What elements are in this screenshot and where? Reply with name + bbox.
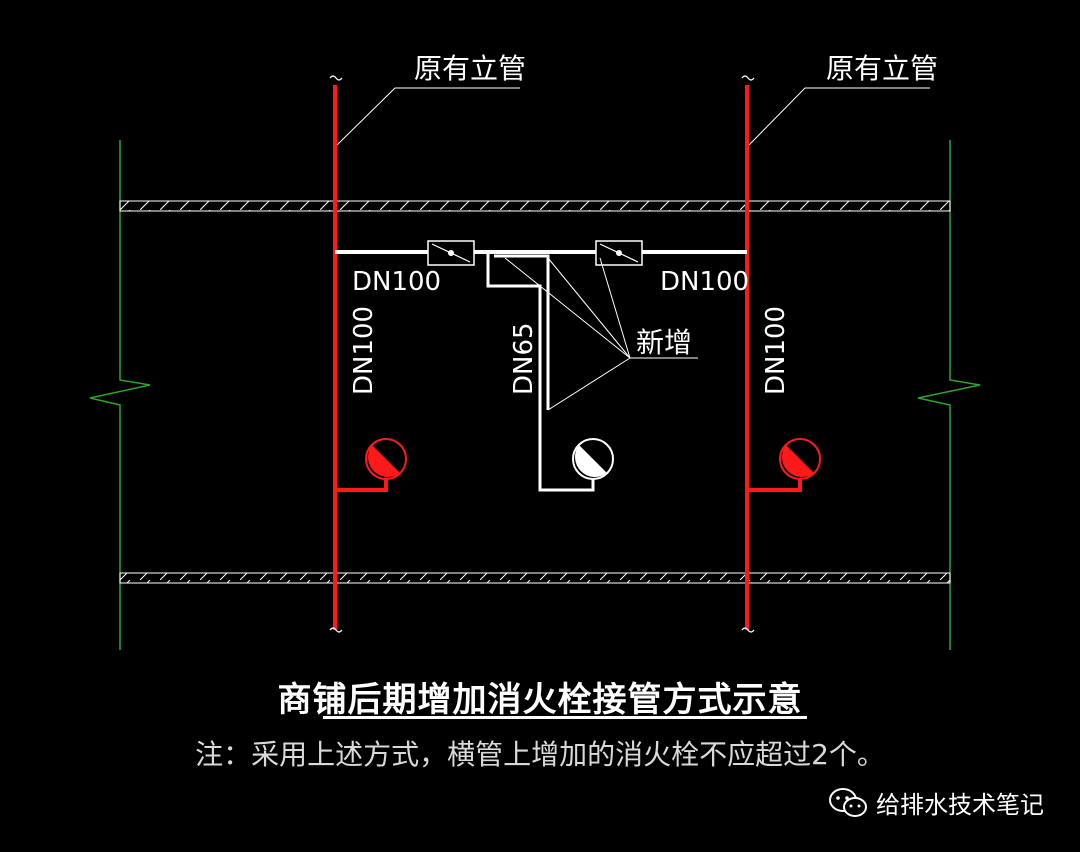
pipe-right-horizontal-label: DN100	[660, 267, 749, 297]
title-underline	[323, 716, 807, 719]
pipe-left-horizontal-label: DN100	[352, 267, 441, 297]
wall-right	[917, 140, 981, 650]
riser-label-leaders	[336, 87, 930, 146]
pipe-branch-label: DN65	[509, 322, 539, 395]
valve-left-icon	[427, 240, 475, 266]
watermark-text: 给排水技术笔记	[876, 791, 1044, 819]
hydrant-new-icon	[572, 438, 614, 480]
diagram-note: 注：采用上述方式，横管上增加的消火栓不应超过2个。	[195, 738, 885, 771]
diagram-title: 商铺后期增加消火栓接管方式示意	[277, 680, 803, 720]
new-label-leaders	[504, 257, 698, 411]
watermark: 给排水技术笔记	[828, 785, 1044, 820]
riser-left	[329, 75, 343, 633]
floor-slab-top	[119, 200, 951, 212]
floor-slab-bottom	[119, 572, 951, 584]
pipe-left-vertical-label: DN100	[349, 306, 379, 395]
hydrant-left-icon	[335, 438, 407, 492]
riser-right-label: 原有立管	[826, 52, 938, 85]
pipe-right-vertical-label: DN100	[761, 306, 791, 395]
new-branch-pipe	[486, 252, 595, 492]
valve-right-icon	[595, 240, 643, 266]
new-added-label: 新增	[636, 326, 692, 359]
wall-left	[89, 140, 151, 650]
riser-left-label: 原有立管	[414, 52, 526, 85]
riser-right	[741, 75, 755, 633]
hydrant-right-icon	[747, 438, 821, 492]
wechat-icon	[829, 787, 867, 817]
